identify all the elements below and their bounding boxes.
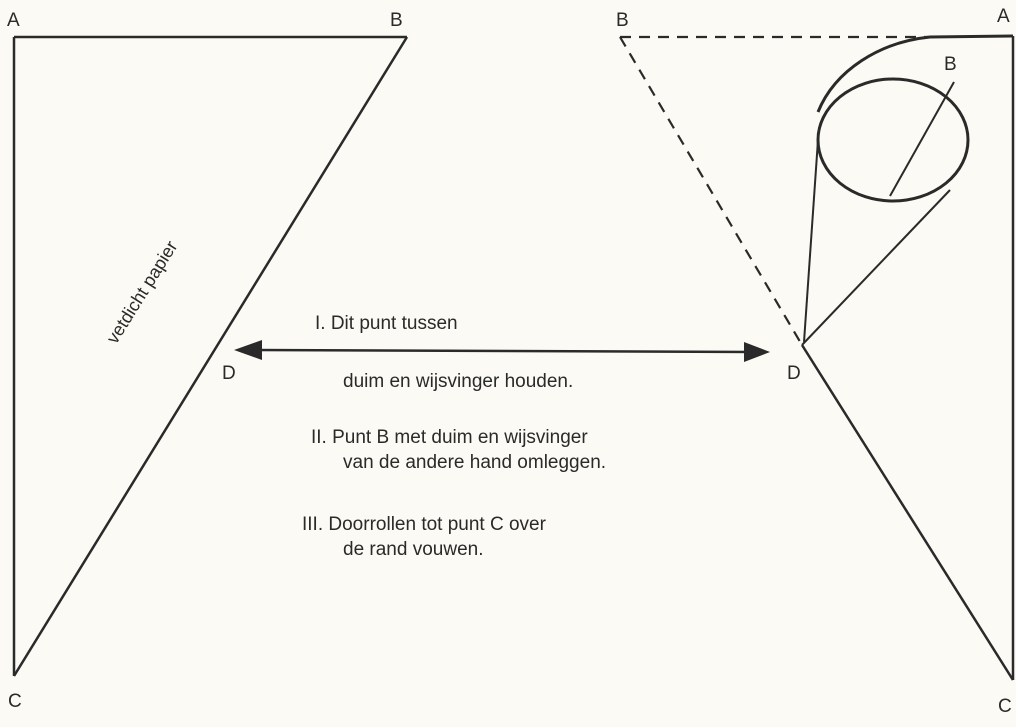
instruction-step1-line2: duim en wijsvinger houden. — [343, 371, 574, 392]
instruction-step3-line2: de rand vouwen. — [343, 539, 484, 560]
arrow-head-right — [744, 342, 770, 362]
label-right-b-original: B — [616, 10, 629, 31]
label-vetdicht-papier: vetdicht papier — [102, 237, 181, 347]
right-edge-top — [929, 34, 1014, 39]
instruction-step2-line1: II. Punt B met duim en wijsvinger — [311, 427, 588, 448]
double-arrow — [234, 340, 770, 362]
cone-side-left — [803, 139, 819, 343]
instruction-step3-line1: III. Doorrollen tot punt C over — [302, 514, 546, 535]
right-figure — [619, 34, 1015, 681]
label-right-c: C — [998, 696, 1012, 717]
rolled-paper-top-curve — [816, 35, 931, 113]
label-left-a: A — [7, 10, 20, 31]
left-triangle — [12, 35, 409, 677]
label-right-a: A — [997, 6, 1010, 27]
cone-seam — [889, 81, 955, 197]
arrow-shaft — [254, 348, 755, 354]
label-right-b-rolled: B — [944, 54, 957, 75]
right-dashed-bd — [619, 36, 803, 346]
cone-side-right — [801, 189, 951, 346]
arrow-head-left — [234, 340, 262, 360]
label-left-c: C — [8, 691, 22, 712]
label-left-d: D — [222, 363, 236, 384]
label-right-d: D — [787, 363, 801, 384]
label-left-b: B — [390, 10, 403, 31]
instruction-step2-line2: van de andere hand omleggen. — [343, 452, 607, 473]
right-edge-dc — [800, 344, 1015, 681]
instruction-step1-line1: I. Dit punt tussen — [315, 313, 458, 334]
left-edge-bc — [12, 36, 409, 677]
